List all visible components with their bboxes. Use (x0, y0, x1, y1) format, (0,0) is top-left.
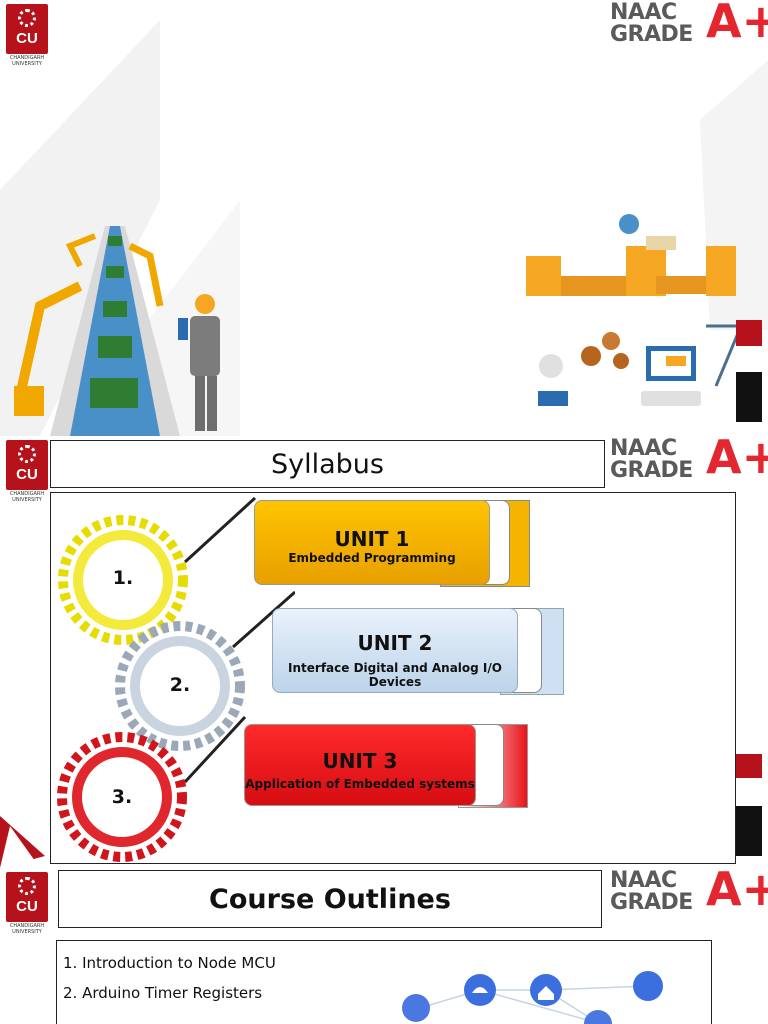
unit-1-subtitle: Embedded Programming (288, 551, 456, 565)
side-tab-red (736, 320, 762, 346)
slide-title: Syllabus (50, 440, 605, 488)
slide-title: Course Outlines (58, 870, 602, 928)
gear-number-2: 2. (169, 674, 191, 696)
outline-frame (56, 940, 712, 1024)
naac-grade-logo: NAAC GRADE A+ (610, 0, 768, 48)
gears-diagram (57, 496, 295, 862)
unit-3-title: UNIT 3 (322, 749, 398, 773)
cu-emblem-icon (18, 445, 36, 463)
slide-3-course-outlines: CU CHANDIGARH UNIVERSITY Course Outlines… (0, 868, 768, 1024)
course-outline-list: 1. Introduction to Node MCU 2. Arduino T… (63, 954, 276, 1014)
unit-2-card: UNIT 2 Interface Digital and Analog I/O … (272, 608, 518, 693)
cu-logo: CU CHANDIGARH UNIVERSITY (6, 872, 48, 936)
unit-1-card: UNIT 1 Embedded Programming (254, 500, 490, 585)
unit-2-title: UNIT 2 (357, 631, 433, 655)
background-stripes (0, 816, 45, 868)
unit-1-title: UNIT 1 (334, 527, 410, 551)
cu-logo: CU CHANDIGARH UNIVERSITY (6, 4, 48, 68)
naac-grade-logo: NAAC GRADE A+ (610, 436, 768, 484)
cu-emblem-icon (18, 877, 36, 895)
iot-network-illustration (402, 971, 663, 1024)
unit-2-subtitle: Interface Digital and Analog I/O Devices (288, 661, 502, 689)
syllabus-frame (50, 492, 736, 864)
outline-item: 1. Introduction to Node MCU (63, 954, 276, 972)
gear-number-3: 3. (111, 786, 133, 808)
automation-illustration (526, 214, 744, 406)
side-tab-red (736, 754, 762, 778)
outline-item: 2. Arduino Timer Registers (63, 984, 263, 1002)
unit-3-subtitle: Application of Embedded systems (245, 777, 475, 791)
side-tab-black (736, 372, 762, 422)
unit-3-card: UNIT 3 Application of Embedded systems (244, 724, 476, 806)
naac-grade-logo: NAAC GRADE A+ (610, 868, 768, 916)
factory-conveyor-illustration (14, 226, 220, 436)
slide-1: CU CHANDIGARH UNIVERSITY NAAC GRADE A+ (0, 0, 768, 436)
cu-logo: CU CHANDIGARH UNIVERSITY (6, 440, 48, 504)
slide-2-syllabus: CU CHANDIGARH UNIVERSITY Syllabus NAAC G… (0, 436, 768, 868)
side-tab-black (736, 806, 762, 856)
gear-number-1: 1. (112, 567, 134, 589)
cu-emblem-icon (18, 9, 36, 27)
